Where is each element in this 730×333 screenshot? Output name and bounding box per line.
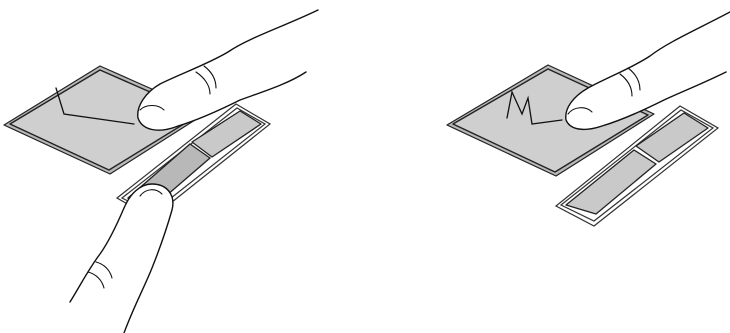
figure-drag-with-button — [4, 10, 318, 333]
figure-drag-zigzag — [447, 12, 730, 226]
finger-on-button-left — [70, 184, 173, 333]
